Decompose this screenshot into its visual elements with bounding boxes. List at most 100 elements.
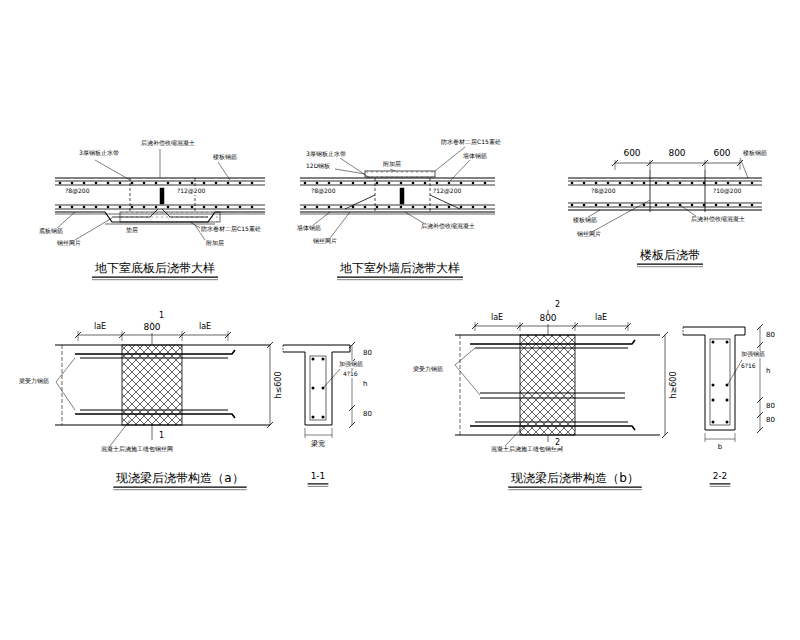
rebar-dot: [95, 182, 98, 185]
rebar-dot: [739, 182, 742, 185]
rebar-dot: [412, 206, 415, 209]
rebar-dot: [340, 206, 343, 209]
drawing-line: [450, 160, 470, 181]
rebar-dot: [583, 182, 586, 185]
drawing-line: [270, 345, 271, 425]
drawing-line: [283, 345, 284, 352]
rebar-dot: [215, 206, 218, 209]
annotation-label: 墙体钢筋: [296, 225, 322, 232]
drawing-line: [130, 178, 131, 212]
drawing-line: [683, 327, 684, 335]
rebar-dot: [131, 182, 134, 185]
rebar-dot: [726, 421, 729, 424]
drawing-line: [508, 489, 642, 490]
annotation-label: 800: [142, 323, 161, 333]
annotation-label: 80: [765, 403, 776, 411]
annotation-label: h: [362, 381, 368, 389]
annotation-label: 梁受力钢筋: [412, 366, 444, 373]
rebar-dot: [667, 182, 670, 185]
drawing-line: [735, 433, 736, 442]
drawing-line: [740, 160, 741, 170]
annotation-label: 楼板钢筋: [212, 154, 238, 161]
rebar-dot: [328, 206, 331, 209]
drawing-outline: [122, 345, 182, 425]
annotation-label: laE: [490, 314, 504, 323]
drawing-line: [92, 279, 218, 280]
annotation-label: 2: [554, 439, 561, 448]
rebar-line: [345, 195, 375, 209]
drawing-line: [55, 209, 265, 210]
annotation-label: 楼板钢筋: [742, 150, 768, 157]
rebar-dot: [484, 206, 487, 209]
drawing-line: [332, 428, 333, 438]
drawing-outline: [310, 356, 326, 420]
rebar-dot: [59, 206, 62, 209]
drawing-line: [625, 323, 631, 329]
rebar-dot: [107, 206, 110, 209]
annotation-label: 800: [538, 314, 557, 324]
drawing-line: [615, 160, 616, 170]
rebar-dot: [751, 204, 754, 207]
annotation-label: h: [765, 368, 771, 376]
drawing-line: [182, 331, 183, 341]
rebar-dot: [215, 182, 218, 185]
rebar-dot: [643, 204, 646, 207]
annotation-label: 防水卷材二层C15素砼: [200, 226, 262, 233]
drawing-line: [517, 323, 523, 329]
annotation-label: 梁受力钢筋: [18, 378, 50, 385]
drawing-line: [612, 160, 618, 166]
rebar-dot: [571, 182, 574, 185]
drawing-line: [757, 397, 763, 403]
drawing-line: [590, 200, 650, 233]
drawing-line: [75, 218, 112, 240]
annotation-label: 80: [765, 417, 776, 425]
annotation-label: 80: [765, 332, 776, 340]
drawing-line: [300, 214, 495, 215]
drawing-line: [110, 420, 130, 446]
drawing-line: [757, 324, 763, 330]
annotation-label: b: [717, 444, 723, 452]
rebar-dot: [364, 206, 367, 209]
rebar-dot: [571, 204, 574, 207]
drawing-line: [705, 439, 735, 440]
rebar-dot: [727, 204, 730, 207]
rebar-dot: [448, 182, 451, 185]
annotation-label: ?8@200: [590, 188, 616, 195]
rebar-line: [475, 348, 628, 349]
drawing-line: [62, 345, 63, 425]
annotation-label: ?8@200: [64, 188, 90, 195]
rebar-dot: [107, 182, 110, 185]
rebar-dot: [239, 182, 242, 185]
rebar-dot: [436, 206, 439, 209]
annotation-label: 钢丝网片: [312, 238, 338, 245]
drawing-line: [665, 335, 666, 435]
annotation-label: 垫层: [125, 227, 139, 234]
drawing-line: [757, 427, 763, 433]
rebar-dot: [328, 182, 331, 185]
detail-title: 1-1: [310, 472, 327, 482]
drawing-line: [308, 483, 329, 484]
annotation-label: 钢丝网片: [576, 231, 602, 238]
rebar-dot: [667, 204, 670, 207]
drawing-line: [568, 181, 762, 182]
drawing-line: [508, 487, 642, 488]
annotation-label: 800: [667, 149, 686, 159]
rebar-dot: [203, 206, 206, 209]
drawing-line: [710, 483, 731, 484]
rebar-dot: [304, 182, 307, 185]
drawing-line: [662, 432, 668, 438]
rebar-dot: [340, 182, 343, 185]
drawing-line: [300, 177, 495, 178]
rebar-dot: [424, 182, 427, 185]
rebar-dot: [751, 182, 754, 185]
annotation-label: 600: [712, 149, 731, 159]
rebar-dot: [400, 182, 403, 185]
rebar-dot: [727, 182, 730, 185]
drawing-line: [757, 342, 763, 348]
rebar-dot: [460, 182, 463, 185]
rebar-dot: [739, 204, 742, 207]
drawing-line: [702, 160, 708, 166]
drawing-line: [568, 185, 762, 186]
rebar-line: [80, 358, 228, 359]
rebar-dot: [655, 182, 658, 185]
